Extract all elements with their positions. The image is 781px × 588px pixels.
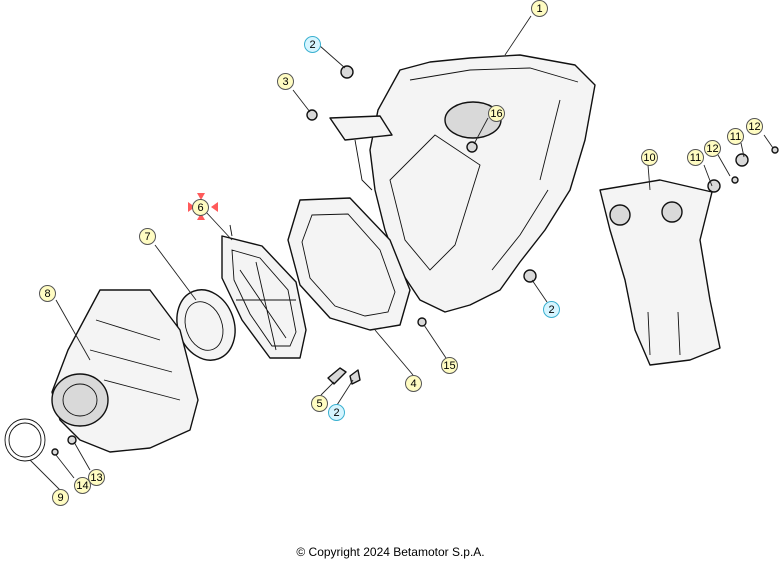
callout-5[interactable]: 5 — [311, 395, 328, 412]
hose-clamp — [4, 418, 46, 462]
callout-12-right[interactable]: 12 — [746, 118, 763, 135]
callout-2-top[interactable]: 2 — [304, 36, 321, 53]
callout-7[interactable]: 7 — [139, 228, 156, 245]
hardware — [51, 65, 779, 456]
selection-arrow-top — [197, 193, 205, 200]
copyright-text: © Copyright 2024 Betamotor S.p.A. — [296, 545, 485, 559]
callout-14[interactable]: 14 — [74, 477, 91, 494]
intake-boot — [51, 289, 199, 453]
filter-cage — [221, 235, 307, 359]
callout-9[interactable]: 9 — [52, 489, 69, 506]
callout-10[interactable]: 10 — [641, 149, 658, 166]
air-filter — [287, 197, 411, 331]
callout-6[interactable]: 6 — [192, 199, 209, 216]
leader-lines — [29, 15, 774, 491]
callout-11-right[interactable]: 11 — [727, 128, 744, 145]
callout-8[interactable]: 8 — [39, 285, 56, 302]
airbox-body — [329, 54, 596, 313]
callout-4[interactable]: 4 — [405, 375, 422, 392]
callout-11-left[interactable]: 11 — [687, 149, 704, 166]
intake-duct — [599, 179, 721, 366]
callout-13[interactable]: 13 — [88, 469, 105, 486]
callout-2-right[interactable]: 2 — [543, 301, 560, 318]
selection-arrow-left — [188, 202, 195, 212]
selection-arrow-right — [211, 202, 218, 212]
callout-15[interactable]: 15 — [441, 357, 458, 374]
selection-arrow-bottom — [197, 213, 205, 220]
callout-12-left[interactable]: 12 — [704, 140, 721, 157]
callout-3[interactable]: 3 — [277, 73, 294, 90]
callout-1[interactable]: 1 — [531, 0, 548, 17]
callout-16[interactable]: 16 — [488, 105, 505, 122]
callout-2-bottom[interactable]: 2 — [328, 404, 345, 421]
